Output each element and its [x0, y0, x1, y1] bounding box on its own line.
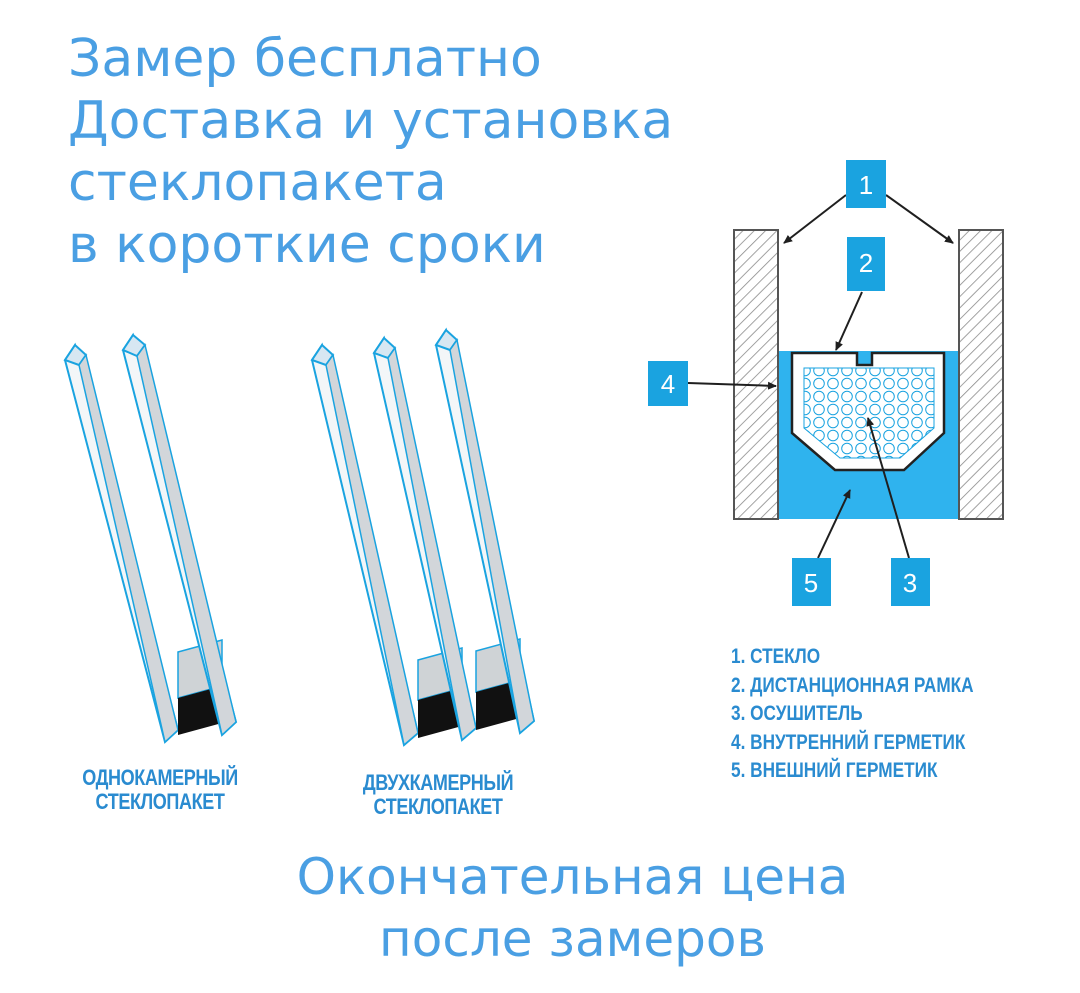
- headline-line-2: Доставка и установка: [68, 91, 674, 151]
- footer-line-1: Окончательная цена: [296, 848, 849, 906]
- single-unit-caption-line-1: ОДНОКАМЕРНЫЙ: [82, 765, 238, 790]
- callout-3: 3: [891, 558, 930, 606]
- legend-item-glass: 1. СТЕКЛО: [731, 645, 821, 668]
- double-chamber-unit: [310, 327, 536, 747]
- single-pane-right: [121, 332, 238, 737]
- glass-left: [733, 229, 779, 520]
- glass-right: [958, 229, 1004, 520]
- svg-text:4: 4: [661, 369, 675, 399]
- svg-text:2: 2: [859, 248, 873, 278]
- legend-item-spacer: 2. ДИСТАНЦИОННАЯ РАМКА: [731, 673, 974, 697]
- single-pane-left: [63, 342, 180, 744]
- svg-text:3: 3: [903, 568, 917, 598]
- legend-item-inner-sealant: 4. ВНУТРЕННИЙ ГЕРМЕТИК: [731, 730, 966, 754]
- single-unit-caption-line-2: СТЕКЛОПАКЕТ: [95, 789, 225, 814]
- footer: Окончательная цена после замеров: [0, 846, 1080, 970]
- callout-4: 4: [648, 361, 688, 406]
- legend-item-outer-sealant: 5. ВНЕШНИЙ ГЕРМЕТИК: [731, 759, 938, 782]
- callout-arrows: [687, 194, 954, 559]
- svg-text:5: 5: [804, 568, 818, 598]
- legend-item-desiccant: 3. ОСУШИТЕЛЬ: [731, 702, 863, 725]
- callout-5: 5: [792, 558, 831, 606]
- headline-line-3: стеклопакета: [68, 153, 447, 213]
- footer-line-2: после замеров: [379, 910, 766, 968]
- callout-1: 1: [846, 160, 886, 208]
- cross-section: 1 2 4 5 3: [648, 160, 1004, 606]
- double-pane-3: [434, 327, 536, 735]
- double-unit-caption-line-2: СТЕКЛОПАКЕТ: [373, 794, 503, 819]
- double-pane-2: [372, 335, 478, 742]
- legend: 1. СТЕКЛО 2. ДИСТАНЦИОННАЯ РАМКА 3. ОСУШ…: [731, 643, 974, 786]
- headline: Замер бесплатно Доставка и установка сте…: [68, 28, 673, 276]
- svg-text:1: 1: [859, 170, 873, 200]
- double-pane-1: [310, 342, 420, 747]
- double-unit-caption: ДВУХКАМЕРНЫЙ СТЕКЛОПАКЕТ: [340, 771, 537, 819]
- headline-line-4: в короткие сроки: [68, 215, 546, 275]
- single-unit-caption: ОДНОКАМЕРНЫЙ СТЕКЛОПАКЕТ: [62, 766, 259, 814]
- double-unit-caption-line-1: ДВУХКАМЕРНЫЙ: [362, 770, 514, 795]
- headline-line-1: Замер бесплатно: [68, 29, 542, 89]
- callout-2: 2: [847, 237, 885, 291]
- single-chamber-unit: [63, 332, 238, 744]
- desiccant: [803, 367, 935, 459]
